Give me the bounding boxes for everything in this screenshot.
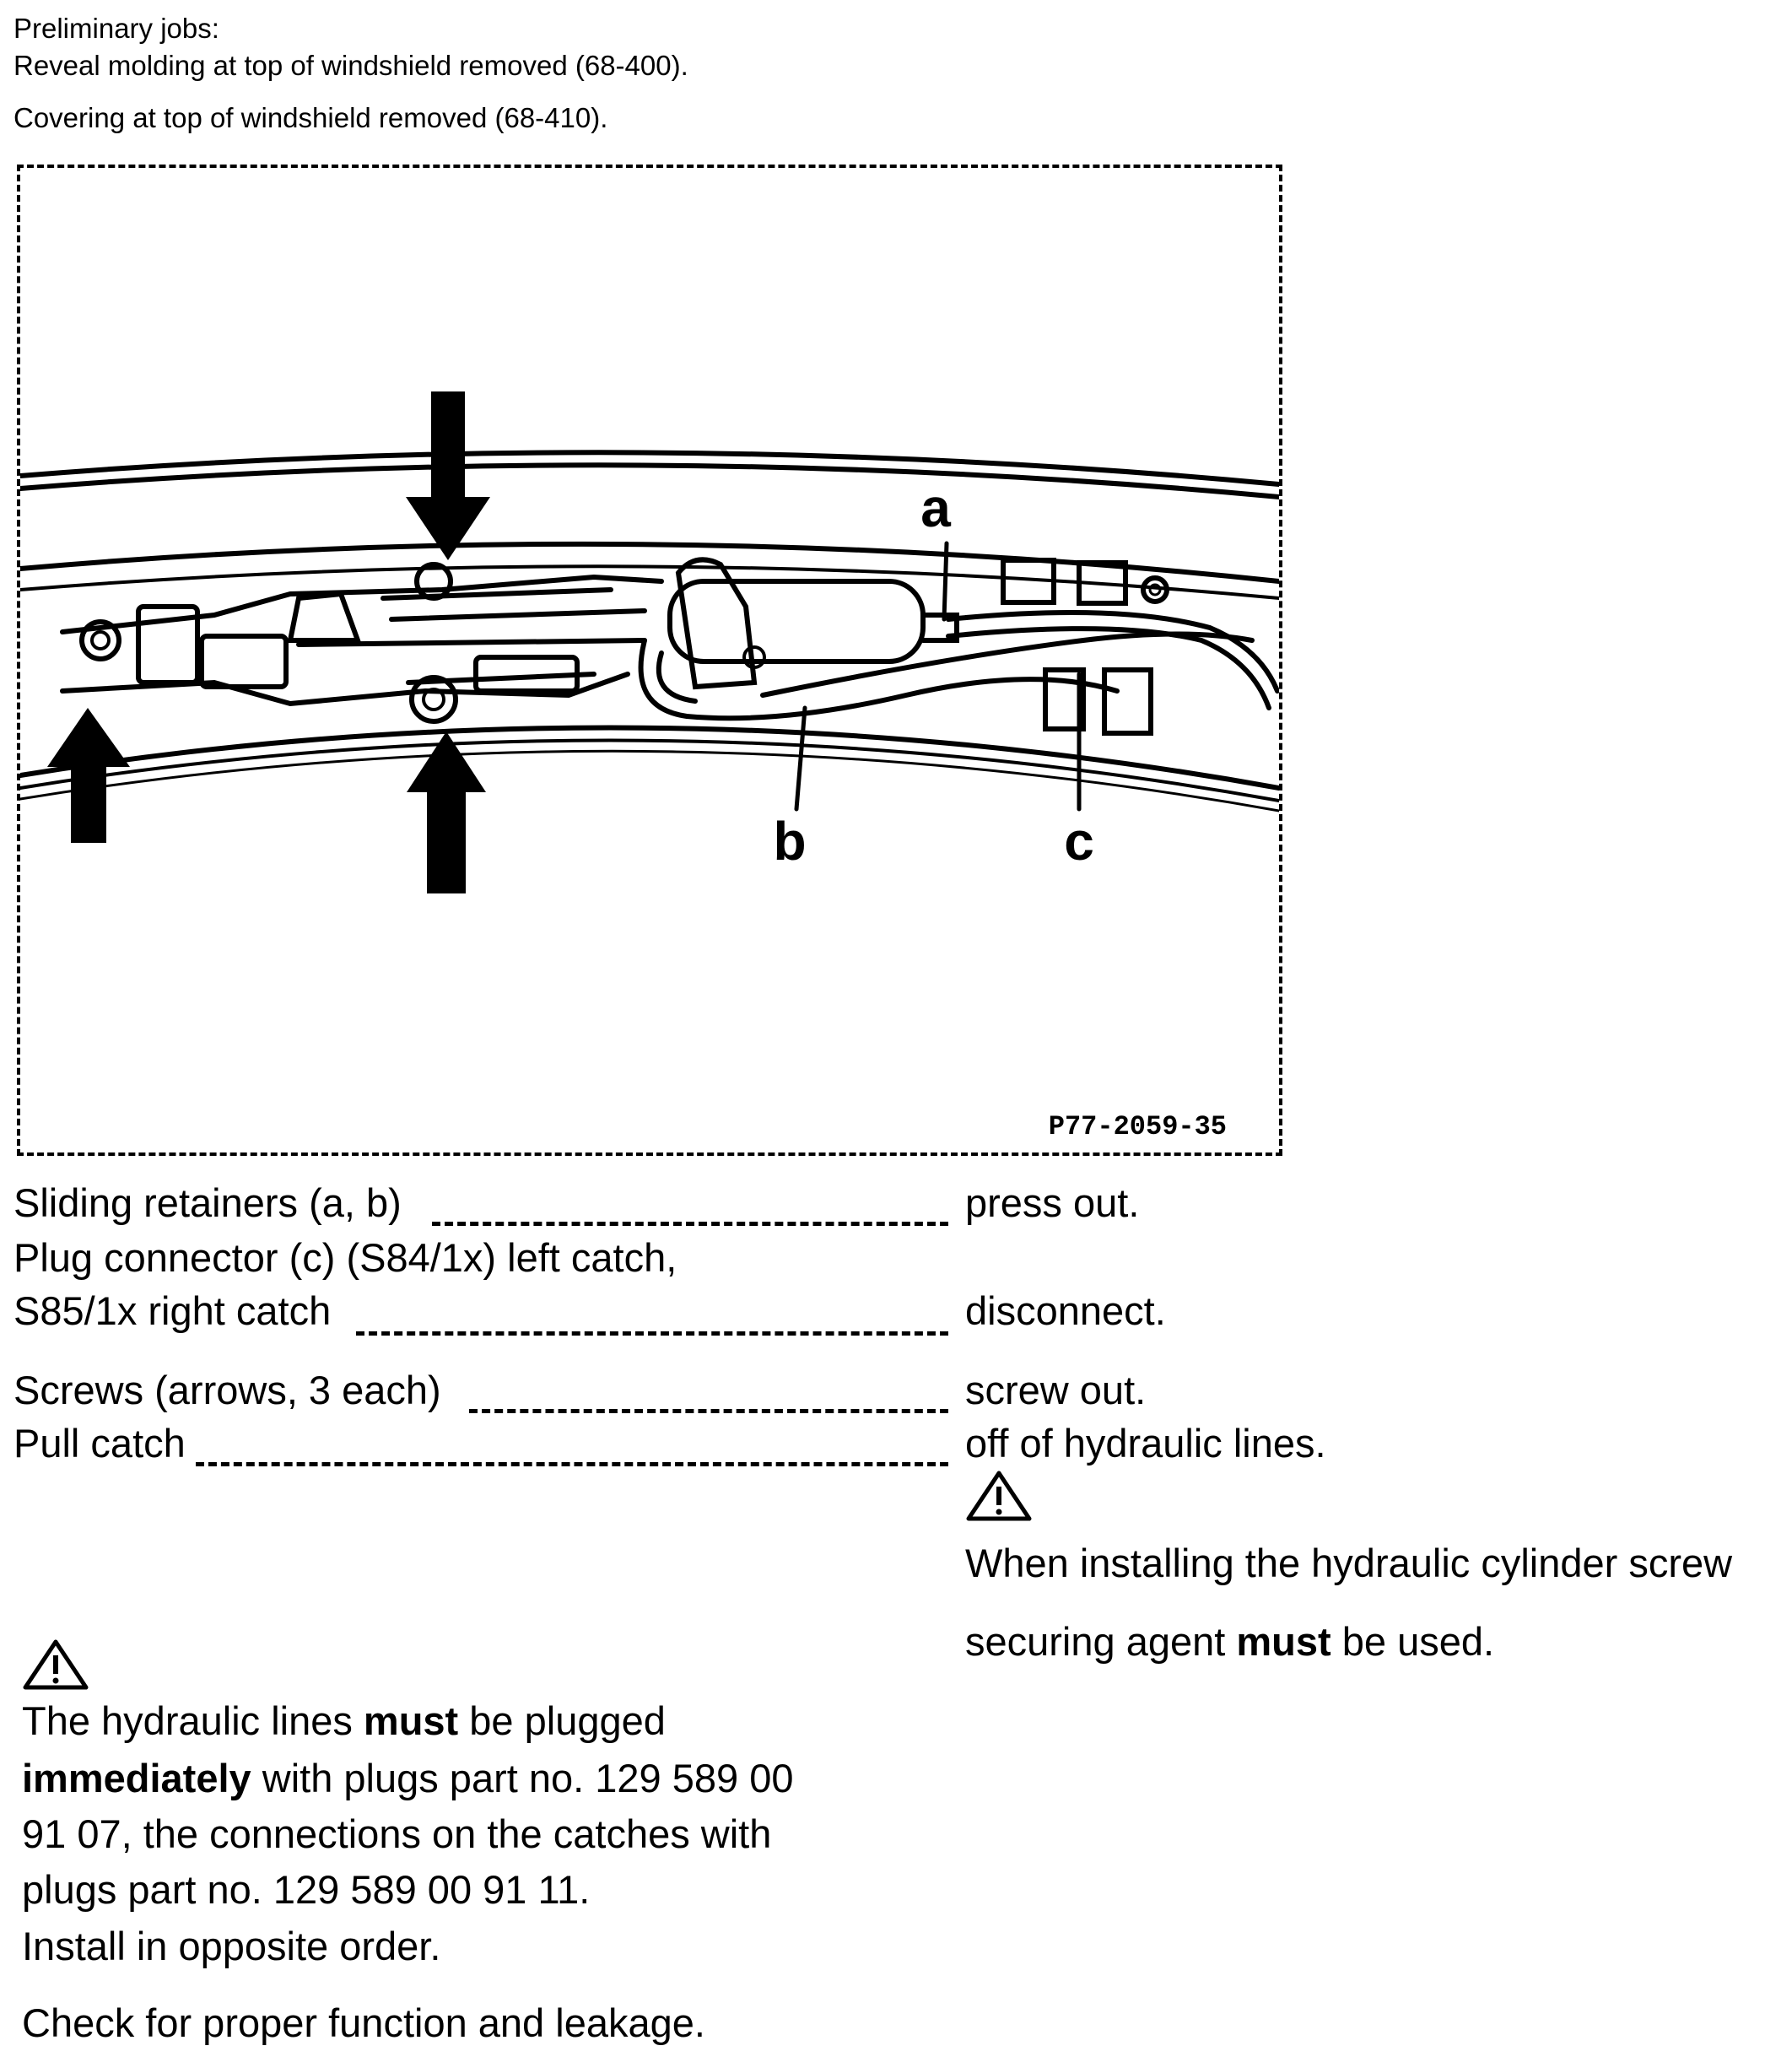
catch-illustration: a b c P77-2059-35: [17, 165, 1282, 1156]
preliminary-line-2: Covering at top of windshield removed (6…: [13, 102, 608, 133]
step-1-item: Sliding retainers (a, b): [13, 1180, 402, 1225]
left-note-line-4: plugs part no. 129 589 00 91 11.: [22, 1867, 591, 1912]
step-2-action: disconnect.: [965, 1288, 1166, 1333]
step-2-item-line-1: Plug connector (c) (S84/1x) left catch,: [13, 1235, 677, 1280]
step-1-leader: [432, 1222, 948, 1226]
step-3-action: screw out.: [965, 1368, 1147, 1412]
step-4-action: off of hydraulic lines.: [965, 1421, 1326, 1466]
step-4-item: Pull catch: [13, 1421, 186, 1466]
arrow-top: [406, 391, 490, 560]
right-note-line-2: securing agent must be used.: [965, 1619, 1495, 1664]
step-3-leader: [469, 1409, 948, 1413]
left-note-line-2: immediately with plugs part no. 129 589 …: [22, 1756, 794, 1800]
figure-code: P77-2059-35: [1049, 1111, 1227, 1142]
arrow-left: [47, 708, 130, 843]
arrow-bottom: [407, 731, 486, 893]
right-note-line-1: When installing the hydraulic cylinder s…: [965, 1541, 1733, 1585]
callout-a: a: [920, 478, 951, 538]
step-2-item: S85/1x right catch: [13, 1288, 332, 1333]
left-note-line-1: The hydraulic lines must be plugged: [22, 1698, 666, 1743]
step-1-action: press out.: [965, 1180, 1140, 1225]
catch-drawing: a b c P77-2059-35: [20, 391, 1279, 1142]
step-2-leader: [356, 1331, 948, 1336]
preliminary-heading: Preliminary jobs:: [13, 13, 219, 44]
left-note-line-5: Install in opposite order.: [22, 1924, 441, 1968]
callout-c: c: [1064, 811, 1094, 872]
left-note-line-6: Check for proper function and leakage.: [22, 2000, 705, 2045]
callout-b: b: [773, 811, 806, 872]
warning-triangle-icon: [966, 1471, 1032, 1521]
warning-triangle-icon: [23, 1639, 89, 1690]
step-3-item: Screws (arrows, 3 each): [13, 1368, 441, 1412]
step-4-leader: [196, 1462, 948, 1466]
preliminary-line-1: Reveal molding at top of windshield remo…: [13, 50, 688, 81]
left-note-line-3: 91 07, the connections on the catches wi…: [22, 1811, 772, 1856]
